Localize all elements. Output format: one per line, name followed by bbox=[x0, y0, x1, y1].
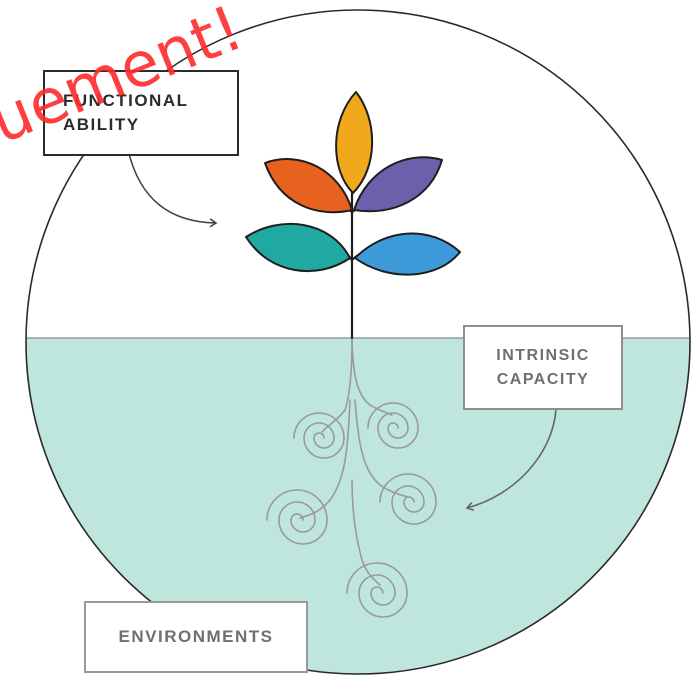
environments-label: ENVIRONMENTS bbox=[84, 601, 308, 673]
functional-ability-line-2: ABILITY bbox=[63, 115, 140, 134]
functional-ability-label: FUNCTIONAL ABILITY bbox=[43, 70, 239, 156]
intrinsic-capacity-label: INTRINSIC CAPACITY bbox=[463, 325, 623, 410]
functional-ability-line-1: FUNCTIONAL bbox=[63, 91, 189, 110]
leaf-lower-right bbox=[354, 232, 461, 276]
environments-text: ENVIRONMENTS bbox=[118, 627, 274, 646]
intrinsic-capacity-arrow bbox=[465, 409, 557, 512]
leaf-top bbox=[335, 91, 374, 194]
intrinsic-capacity-line-2: CAPACITY bbox=[496, 370, 590, 388]
intrinsic-capacity-line-1: INTRINSIC bbox=[496, 346, 590, 364]
leaf-lower-left bbox=[245, 222, 351, 273]
outer-circle bbox=[25, 9, 691, 675]
roots bbox=[266, 339, 437, 618]
leaf-upper-right bbox=[353, 156, 443, 213]
plant-leaves bbox=[245, 91, 461, 276]
functional-ability-arrow bbox=[127, 149, 218, 228]
leaf-upper-left bbox=[264, 158, 353, 214]
